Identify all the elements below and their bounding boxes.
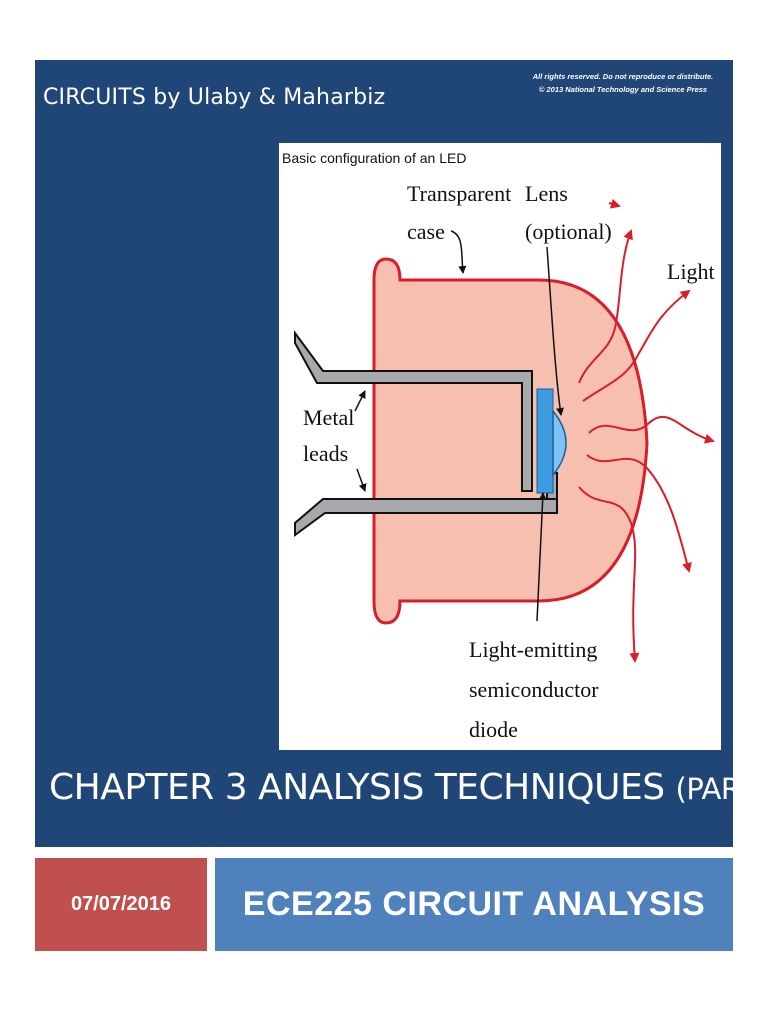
diode-chip [536,388,554,494]
copyright-line-2: © 2013 National Technology and Science P… [538,85,708,94]
slide-date: 07/07/2016 [70,893,172,915]
copyright-line-1: All rights reserved. Do not reproduce or… [532,72,714,81]
label-optional: (optional) [525,219,612,244]
brand-title: CIRCUITS by Ulaby & Maharbiz [43,85,386,110]
figure-caption: Basic configuration of an LED [282,150,466,166]
led-figure: Basic configuration of an LED Transpa [279,143,721,750]
label-transparent: Transparent [407,181,511,206]
course-title: ECE225 CIRCUIT ANALYSIS [242,885,706,923]
label-case: case [407,219,445,244]
label-light-emitting: Light-emitting [469,637,597,662]
label-semiconductor: semiconductor [469,677,599,702]
metal-top-pointer-arrow [354,390,366,412]
label-metal: Metal [303,405,354,430]
chapter-title-part: (PART 2) [675,772,768,806]
label-lens: Lens [525,181,568,206]
metal-lead-top [294,329,533,492]
diode-pointer-arrow [536,492,547,622]
led-diagram: Basic configuration of an LED Transpa [282,150,715,742]
copyright-notice: All rights reserved. Do not reproduce or… [523,70,723,96]
chapter-title: CHAPTER 3 ANALYSIS TECHNIQUES (PART 2) [49,767,768,808]
label-leads: leads [303,441,348,466]
label-light: Light [667,259,715,284]
label-diode: diode [469,717,518,742]
chapter-title-main: CHAPTER 3 ANALYSIS TECHNIQUES [49,767,665,808]
case-pointer-arrow [450,230,467,274]
date-box: 07/07/2016 [35,858,207,951]
slide-main-panel: CIRCUITS by Ulaby & Maharbiz All rights … [35,60,768,847]
metal-bottom-pointer-arrow [356,468,367,492]
course-box: ECE225 CIRCUIT ANALYSIS [215,858,733,951]
transparent-case-shape [372,257,649,625]
lens-pointer-arrow [546,246,564,416]
light-rays [578,198,715,663]
lens-shape [552,408,567,478]
